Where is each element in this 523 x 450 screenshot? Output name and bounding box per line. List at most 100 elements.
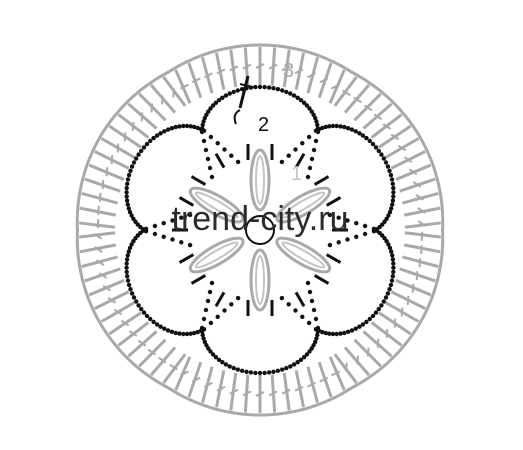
chain-dot [309, 298, 315, 304]
chain-dot [151, 135, 156, 141]
stitch-crossbar [255, 391, 265, 397]
chain-dot [207, 289, 213, 295]
chain-dot [173, 124, 178, 130]
stitch-crossbar [356, 355, 359, 365]
chain-dot [126, 206, 131, 211]
chain-dot [198, 328, 204, 333]
chain-dot [195, 125, 200, 131]
chain-dot [208, 134, 214, 140]
chain-dot [131, 160, 137, 165]
fan-arc [167, 43, 353, 74]
dc-stitch [190, 175, 207, 186]
stitch-crossbar [281, 65, 291, 72]
chain-dot [124, 269, 129, 275]
chain-dot [300, 314, 305, 319]
chain-dot [184, 123, 190, 129]
chain-dot [314, 336, 319, 341]
chain-dot [370, 141, 376, 147]
chain-dot [362, 231, 368, 237]
chain-dot [222, 308, 227, 313]
chain-dot [227, 91, 232, 96]
chain-dot [257, 370, 263, 376]
chain-dot [345, 237, 350, 242]
chain-dot [124, 265, 129, 270]
chain-dot [286, 302, 291, 307]
chain-dot [126, 249, 131, 254]
stitch-crossbar [116, 143, 120, 153]
stitch-crossbar [203, 381, 213, 388]
chain-dot [354, 221, 359, 226]
chain-dot [370, 313, 376, 319]
stitch-crossbar [191, 77, 201, 84]
stitch-crossbar [366, 347, 370, 357]
chain-dot [152, 231, 158, 237]
chain-dot [134, 299, 139, 304]
chain-dot [386, 213, 391, 218]
dc-stitch [313, 274, 330, 285]
stitch-crossbar [342, 89, 351, 97]
chain-dot [360, 133, 366, 138]
chain-dot [231, 365, 236, 371]
chain-dot [345, 218, 350, 223]
stitch-crossbar [94, 246, 103, 253]
chain-dot [298, 98, 304, 103]
chain-dot [323, 124, 328, 130]
dc-stitch [214, 291, 226, 307]
stitch-crossbar [294, 385, 304, 392]
chain-dot [262, 370, 267, 376]
chain-dot [202, 339, 207, 345]
chain-dot [203, 307, 209, 313]
chain-dot [306, 320, 312, 326]
stitch-crossbar [137, 339, 147, 347]
stitch-crossbar [140, 112, 144, 122]
chain-dot [279, 159, 285, 165]
chain-dot [148, 138, 153, 144]
stitch-crossbar [268, 390, 278, 397]
chain-dot [201, 138, 207, 144]
chain-dot [389, 177, 395, 182]
stitch-crossbar [242, 63, 252, 70]
stitch-crossbar [95, 259, 105, 267]
chain-dot [213, 355, 219, 360]
cluster-petal [188, 186, 245, 224]
start-marker [233, 75, 257, 125]
chain-dot [342, 330, 347, 336]
stitch-crossbar [397, 144, 407, 152]
chain-dot [280, 88, 285, 93]
stitch-crossbar [110, 155, 114, 165]
stitch-crossbar [229, 388, 239, 395]
chain-dot [187, 242, 193, 248]
chain-dot [391, 185, 396, 191]
chain-dot [386, 242, 391, 247]
chain-dot [216, 98, 222, 103]
chain-dot [179, 215, 184, 220]
outer-fan-layer [75, 43, 445, 417]
chain-dot [136, 152, 141, 157]
stitch-crossbar [415, 193, 425, 201]
stitch-crossbar [150, 103, 154, 113]
chain-dot [323, 330, 328, 336]
chain-dot [124, 257, 130, 262]
chain-dot [181, 331, 186, 337]
chain-dot [286, 153, 291, 158]
chain-dot [220, 95, 225, 101]
chain-dot [162, 326, 167, 331]
chain-dot [170, 218, 175, 223]
chain-dot [124, 261, 129, 266]
chain-dot [385, 291, 391, 296]
chain-dot [367, 138, 372, 144]
chain-dot [313, 339, 318, 345]
chain-dot [161, 234, 166, 239]
chain-dot [360, 322, 366, 327]
chain-dot [311, 112, 316, 118]
chain-dot [253, 370, 258, 376]
stitch-crossbar [319, 77, 329, 84]
chain-dot [336, 240, 341, 245]
cluster-petal-inner [281, 191, 326, 219]
dc-stitch [178, 253, 195, 264]
chain-dot [188, 331, 193, 336]
stitch-crossbar [418, 258, 422, 268]
chain-dot [390, 257, 396, 262]
chain-dot [139, 306, 144, 312]
